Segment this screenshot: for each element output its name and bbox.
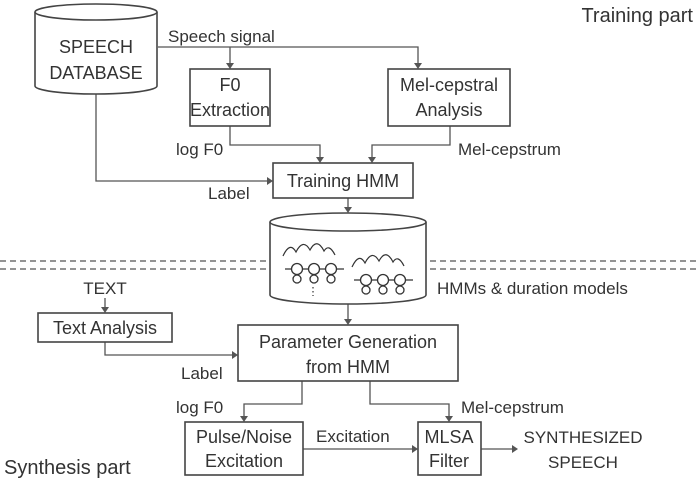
log-f0-train-label: log F0 [176, 140, 223, 159]
text-analysis-label: Text Analysis [53, 318, 157, 338]
speech-db-top [34, 3, 158, 21]
arrowhead [267, 177, 273, 185]
arrowhead [445, 416, 453, 422]
arrowhead [240, 416, 248, 422]
log-f0-train-line [229, 126, 321, 158]
hmm-waveform [282, 243, 336, 257]
speech-signal-line [158, 46, 419, 64]
hmm-db-top [269, 212, 427, 232]
mel-analysis-line2: Analysis [415, 100, 482, 120]
f0-extraction-line2: Extraction [190, 100, 270, 120]
mel-analysis-rect [387, 68, 511, 127]
hmm-state [307, 262, 321, 276]
f0-extraction-line1: F0 [219, 75, 240, 95]
hmm-state [324, 262, 338, 276]
hmm-database [269, 212, 427, 305]
text-input-label: TEXT [83, 279, 126, 298]
hmm-state [359, 273, 373, 287]
label-train-line [95, 92, 268, 182]
output-line1: SYNTHESIZED [523, 428, 642, 447]
hmm-state [292, 274, 302, 284]
hmm-model-icon [282, 243, 344, 296]
excitation-label: Excitation [316, 427, 390, 446]
hmm-state [326, 274, 336, 284]
arrowhead [414, 63, 422, 69]
text-analysis-box: Text Analysis [37, 312, 173, 343]
hmm-state [309, 274, 319, 284]
arrowhead [101, 307, 109, 313]
text-analysis-rect [37, 312, 173, 343]
hmm-waveform [351, 254, 405, 268]
param-gen-line2: from HMM [306, 357, 390, 377]
arrowhead [226, 63, 234, 69]
mel-cep-train-label: Mel-cepstrum [458, 140, 561, 159]
speech-db-label-line2: DATABASE [49, 63, 142, 83]
mel-cep-train-line [371, 126, 451, 158]
hmm-state [378, 285, 388, 295]
mlsa-rect [417, 421, 482, 476]
speech-db-label-line1: SPEECH [59, 37, 133, 57]
log-f0-synth-line [243, 381, 303, 417]
hmm-state [376, 273, 390, 287]
param-gen-rect [237, 324, 459, 382]
arrowhead [512, 445, 518, 453]
log-f0-synth-label: log F0 [176, 398, 223, 417]
arrowhead [344, 207, 352, 213]
label-synth-label: Label [181, 364, 223, 383]
pulse-noise-excitation-box: Pulse/Noise Excitation [184, 421, 304, 476]
arrowhead [316, 157, 324, 163]
mlsa-line1: MLSA [424, 427, 473, 447]
pulse-noise-line1: Pulse/Noise [196, 427, 292, 447]
mlsa-line2: Filter [429, 451, 469, 471]
synthesis-part-label: Synthesis part [4, 457, 131, 479]
hmm-state [393, 273, 407, 287]
parameter-generation-box: Parameter Generation from HMM [237, 324, 459, 382]
f0-extraction-box: F0 Extraction [189, 68, 271, 127]
mel-cepstral-analysis-box: Mel-cepstral Analysis [387, 68, 511, 127]
mel-analysis-line1: Mel-cepstral [400, 75, 498, 95]
mlsa-filter-box: MLSA Filter [417, 421, 482, 476]
arrowhead [232, 351, 238, 359]
pulse-noise-line2: Excitation [205, 451, 283, 471]
mel-cep-synth-label: Mel-cepstrum [461, 398, 564, 417]
output-line2: SPEECH [548, 453, 618, 472]
speech-signal-label: Speech signal [168, 27, 275, 46]
param-gen-line1: Parameter Generation [259, 332, 437, 352]
training-hmm-box: Training HMM [272, 162, 414, 199]
arrowhead [344, 319, 352, 325]
hmm-state [290, 262, 304, 276]
speech-database: SPEECH DATABASE [34, 3, 158, 95]
hmm-models-label: HMMs & duration models [437, 279, 628, 298]
pulse-noise-rect [184, 421, 304, 476]
arrowhead [368, 157, 376, 163]
hmm-state [395, 285, 405, 295]
training-part-label: Training part [581, 5, 693, 27]
training-hmm-label: Training HMM [287, 171, 399, 191]
training-hmm-rect [272, 162, 414, 199]
f0-extraction-rect [189, 68, 271, 127]
mel-cep-synth-line [369, 381, 450, 417]
hmm-state [361, 285, 371, 295]
speech-db-body [34, 12, 158, 95]
arrowhead [412, 445, 418, 453]
hmm-model-icon [351, 254, 413, 295]
label-train-label: Label [208, 184, 250, 203]
label-synth-line [104, 342, 233, 356]
